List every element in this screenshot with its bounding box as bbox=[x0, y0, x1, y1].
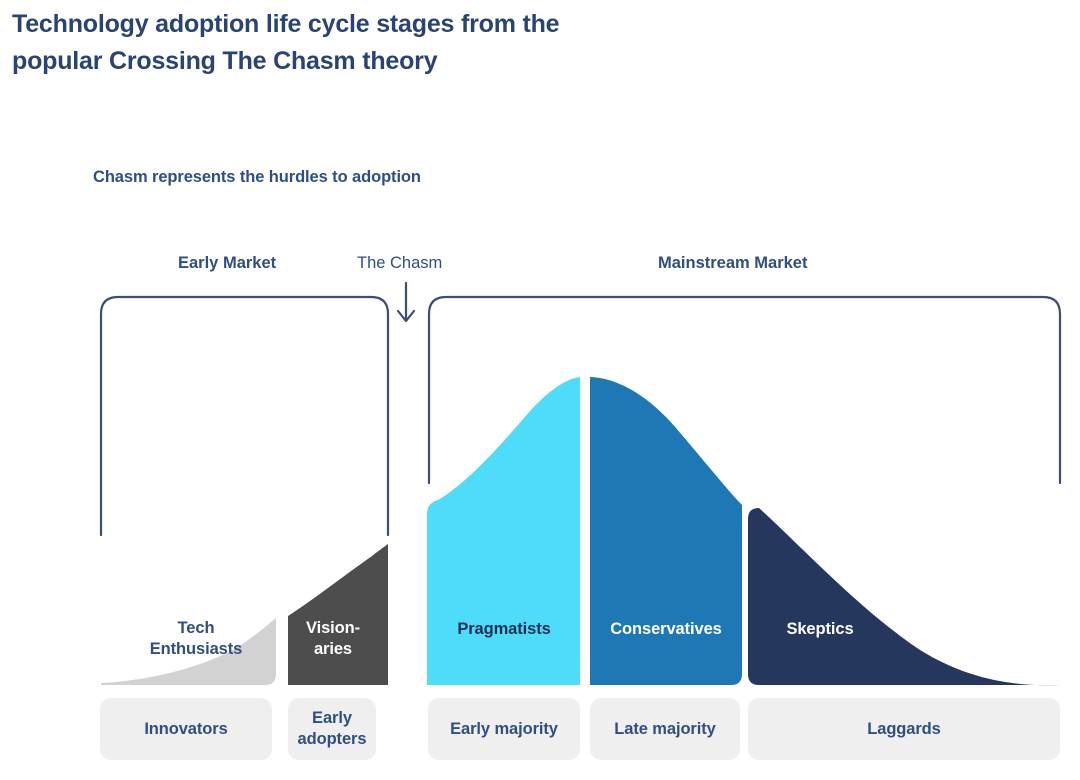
segment-label-tech-enthusiasts: Tech Enthusiasts bbox=[149, 619, 243, 658]
label-early-market: Early Market bbox=[178, 254, 277, 272]
mainstream-market-bracket bbox=[427, 295, 1062, 485]
pill-innovators: Innovators bbox=[100, 698, 272, 760]
pill-early-majority: Early majority bbox=[428, 698, 580, 760]
pill-laggards: Laggards bbox=[748, 698, 1060, 760]
segment-conservatives bbox=[590, 377, 742, 685]
segment-skeptics bbox=[748, 508, 1060, 686]
label-mainstream-market: Mainstream Market bbox=[658, 254, 808, 272]
page-title: Technology adoption life cycle stages fr… bbox=[12, 10, 560, 75]
chasm-arrow-icon bbox=[396, 281, 416, 323]
segment-tech-enthusiasts bbox=[101, 618, 276, 685]
segment-visionaries bbox=[288, 544, 388, 685]
segment-label-skeptics: Skeptics bbox=[786, 620, 854, 638]
subtitle-chasm-note: Chasm represents the hurdles to adoption bbox=[93, 168, 421, 186]
pill-late-majority: Late majority bbox=[590, 698, 740, 760]
segment-pragmatists bbox=[427, 377, 580, 685]
segment-label-visionaries: Vision- aries bbox=[305, 619, 360, 658]
segment-label-conservatives: Conservatives bbox=[610, 620, 722, 638]
segment-label-pragmatists: Pragmatists bbox=[457, 620, 551, 638]
pill-early-adopters: Early adopters bbox=[288, 698, 376, 760]
early-market-bracket bbox=[99, 295, 390, 537]
label-the-chasm: The Chasm bbox=[357, 254, 443, 272]
